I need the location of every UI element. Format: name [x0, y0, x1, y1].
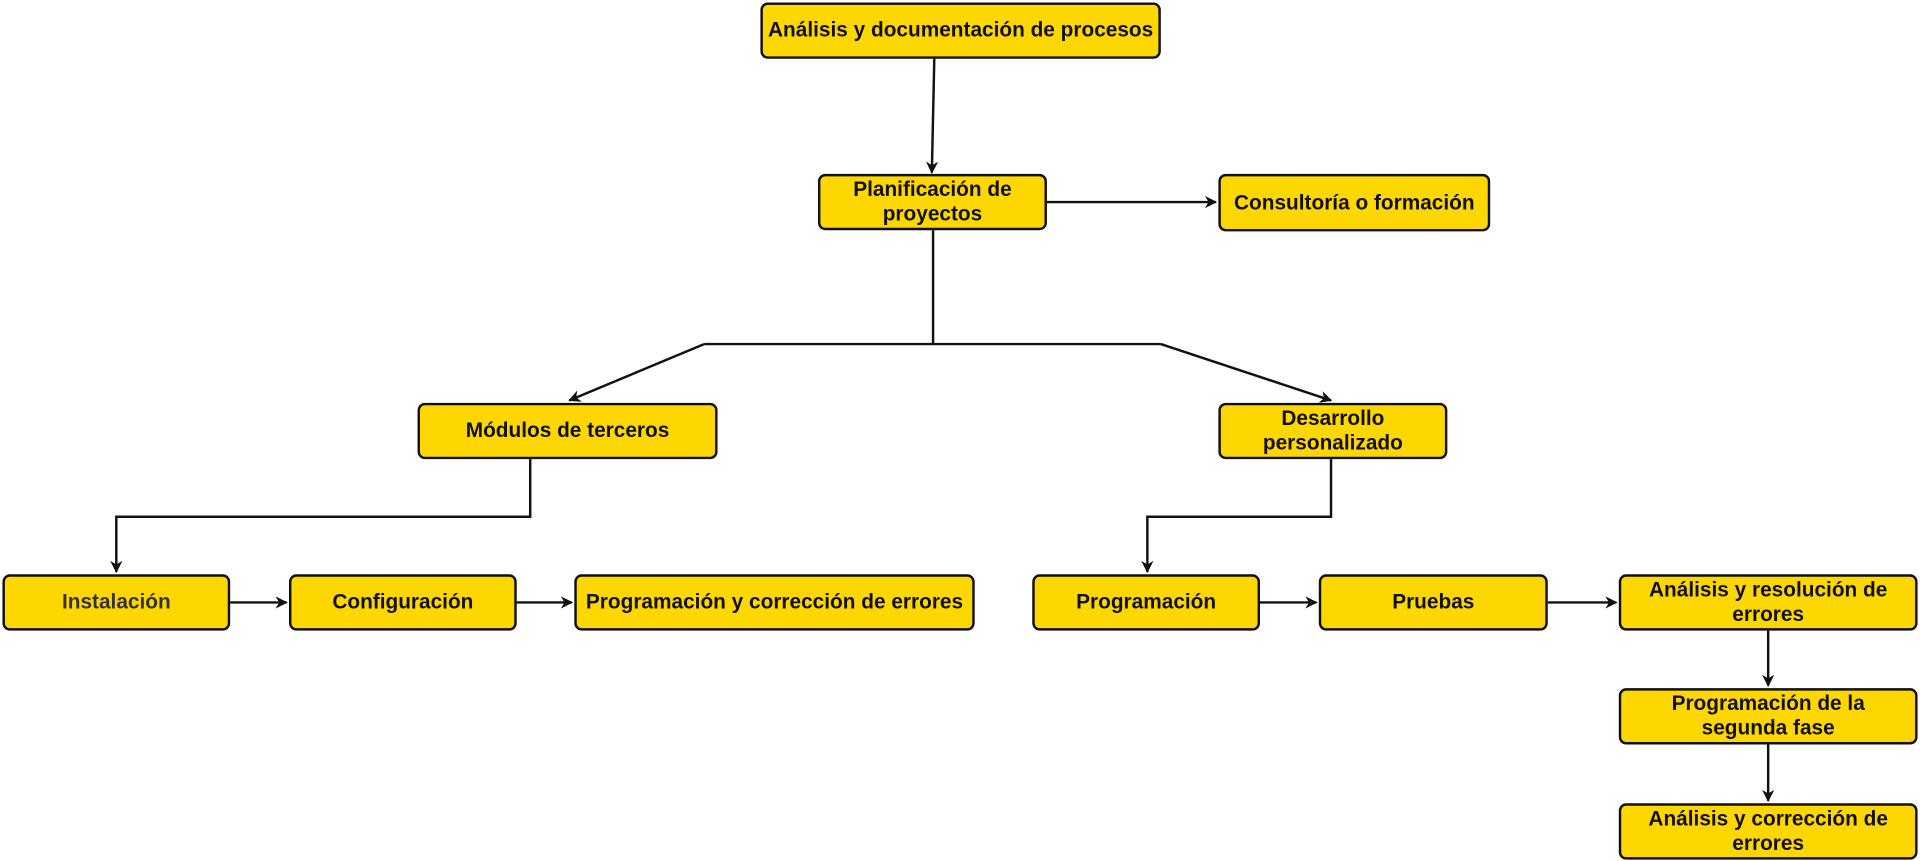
edge-planificacion-split	[704, 230, 1161, 346]
edge-desarrollo-programacion	[1141, 459, 1333, 574]
node-pruebas: Pruebas	[1318, 574, 1548, 631]
node-configuracion: Configuración	[288, 574, 517, 631]
node-analisis-correccion: Análisis y corrección de errores	[1618, 803, 1918, 860]
node-analisis-resolucion: Análisis y resolución de errores	[1618, 574, 1918, 631]
node-planificacion: Planificación de proyectos	[817, 173, 1047, 231]
edge-to-desarrollo	[1160, 342, 1333, 403]
node-instalacion: Instalación	[2, 574, 231, 631]
node-analisis-documentacion: Análisis y documentación de procesos	[760, 2, 1161, 59]
edge-modulos-instalacion	[110, 459, 532, 574]
edge-analisis-planificacion	[925, 58, 939, 174]
node-programacion: Programación	[1032, 574, 1261, 631]
node-desarrollo-personalizado: Desarrollo personalizado	[1218, 402, 1448, 460]
node-programacion-correccion: Programación y corrección de errores	[574, 574, 975, 631]
node-modulos-terceros: Módulos de terceros	[417, 402, 718, 460]
node-consultoria: Consultoría o formación	[1218, 173, 1491, 232]
edge-to-modulos	[568, 342, 705, 402]
node-programacion-segunda-fase: Programación de la segunda fase	[1618, 688, 1918, 745]
